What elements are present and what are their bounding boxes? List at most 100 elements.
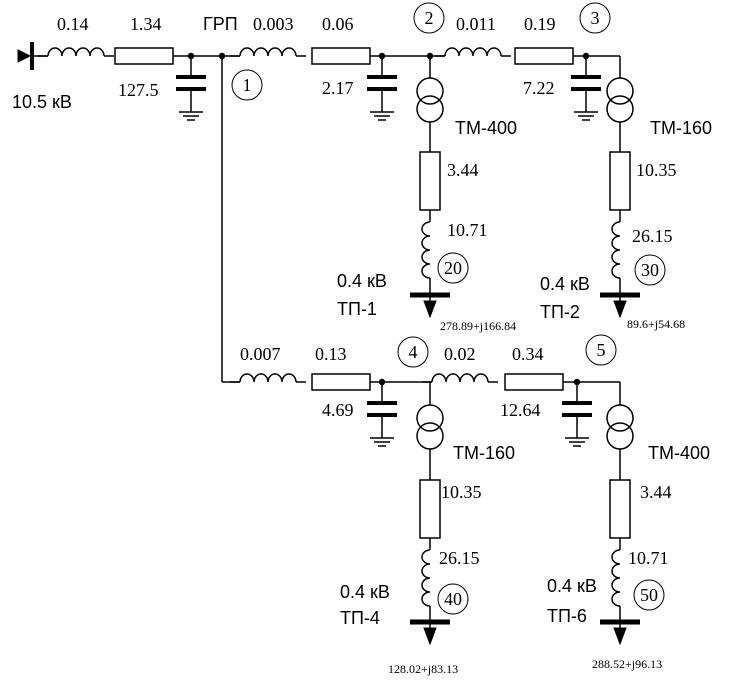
substation-tp2: ТМ-160 10.35 26.15 30 0.4 кВ ТП-2 89.6+j… [540,118,712,331]
load-label: 89.6+j54.68 [627,317,685,331]
capacitance-label: 127.5 [118,80,159,100]
junction-dot [187,52,195,60]
resistance-label: 0.13 [315,344,347,364]
inductance-label: 0.011 [456,14,496,34]
inductor-icon [47,47,105,57]
transformer-label: ТМ-160 [453,443,515,463]
inductance-label: 26.15 [439,548,480,568]
inductance-label: 10.71 [447,220,488,240]
transformer-icon [606,77,634,105]
junction-dot [573,378,581,386]
resistance-label: 10.35 [441,482,482,502]
transformer-label: ТМ-160 [650,118,712,138]
load-arrow-icon [423,300,437,319]
inductor-icon [611,549,621,607]
junction-dot [378,378,386,386]
resistance-label: 3.44 [640,482,672,502]
transformer-label: ТМ-400 [455,118,517,138]
resistance-label: 1.34 [130,14,162,34]
load-arrow-icon [613,627,627,646]
resistor-icon [609,151,631,211]
resistance-label: 0.06 [322,14,354,34]
resistor-icon [311,47,371,65]
transformer-label: ТМ-400 [648,443,710,463]
transformer-icon [416,422,444,450]
node-circle [633,579,665,611]
inductor-icon [421,221,431,279]
node-number: 40 [444,589,462,609]
node-circle [413,2,445,34]
load-label: 278.89+j166.84 [440,319,516,333]
inductor-icon [431,373,489,383]
transformer-icon [416,404,444,432]
load-label: 288.52+j96.13 [592,657,662,671]
junction-dot [378,52,386,60]
inductor-icon [239,47,297,57]
node-number: 50 [640,585,658,605]
transformer-icon [606,422,634,450]
voltage-label: 0.4 кВ [540,274,590,294]
inductor-icon [239,373,297,383]
substation-name: ТП-4 [340,608,380,628]
node-circle [437,583,469,615]
resistor-icon [419,151,441,211]
resistor-icon [609,479,631,539]
transformer-icon [416,77,444,105]
substation-name: ТП-1 [337,299,377,319]
capacitance-label: 12.64 [500,400,541,420]
inductor-icon [611,221,621,279]
substation-name: ТП-6 [547,606,587,626]
source-arrow-icon [17,49,32,63]
transformer-icon [606,404,634,432]
load-label: 128.02+j83.13 [388,662,458,676]
capacitance-label: 2.17 [322,78,354,98]
substation-tp4: ТМ-160 10.35 26.15 40 0.4 кВ ТП-4 128.02… [340,443,515,676]
resistor-icon [504,373,564,391]
voltage-label: 0.4 кВ [337,271,387,291]
resistance-label: 10.35 [636,160,677,180]
resistor-icon [419,479,441,539]
resistance-label: 0.34 [512,344,544,364]
node-number: 4 [409,342,418,362]
inductance-label: 0.003 [253,14,294,34]
voltage-label: 0.4 кВ [547,576,597,596]
node-circle [231,69,263,101]
node-number: 1 [243,75,252,95]
node-number: 5 [597,340,606,360]
node-number: 30 [641,260,659,280]
resistor-icon [514,47,574,65]
substation-tp6: ТМ-400 3.44 10.71 50 0.4 кВ ТП-6 288.52+… [547,443,710,671]
source-voltage-label: 10.5 кВ [12,92,72,112]
transformer-icon [416,95,444,123]
load-arrow-icon [613,300,627,319]
junction-dot [582,52,590,60]
node-circle [437,252,469,284]
voltage-label: 0.4 кВ [340,582,390,602]
transformer-icon [606,95,634,123]
node-circle [585,334,617,366]
node-circle [634,254,666,286]
bus-label: ГРП [203,14,238,34]
inductor-icon [421,549,431,607]
node-circle [397,336,429,368]
node-number: 20 [444,258,462,278]
resistor-icon [114,47,174,65]
node-number: 2 [425,8,434,28]
resistor-icon [311,373,371,391]
capacitance-label: 4.69 [322,400,354,420]
inductance-label: 0.14 [57,14,89,34]
node-number: 3 [591,8,600,28]
inductor-icon [444,47,502,57]
capacitance-label: 7.22 [523,78,555,98]
inductance-label: 0.02 [444,344,476,364]
resistance-label: 3.44 [447,160,479,180]
inductance-label: 26.15 [632,226,673,246]
substation-name: ТП-2 [540,302,580,322]
inductance-label: 10.71 [628,548,669,568]
resistance-label: 0.19 [524,14,556,34]
substation-tp1: ТМ-400 3.44 10.71 20 0.4 кВ ТП-1 278.89+… [337,118,517,333]
load-arrow-icon [423,627,437,646]
inductance-label: 0.007 [240,344,281,364]
circuit-shapes [17,2,666,646]
